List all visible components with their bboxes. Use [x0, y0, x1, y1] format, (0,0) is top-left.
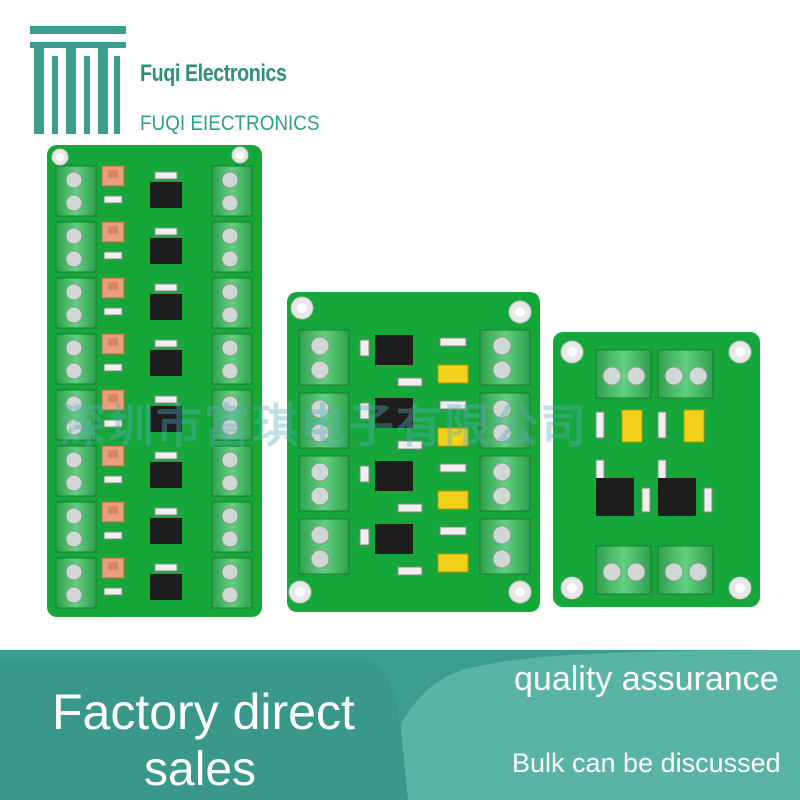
brand-name-secondary: FUQI EIECTRONICS	[140, 112, 320, 135]
product-photo	[47, 145, 760, 617]
board-8-channel	[47, 145, 262, 617]
banner-sales: sales	[144, 743, 257, 796]
banner-factory-direct: Factory direct	[52, 684, 355, 740]
board-4-channel	[287, 292, 540, 612]
fuqi-logo-icon	[30, 26, 126, 134]
banner-background	[0, 650, 800, 800]
company-watermark: 深圳市富琪电子有限公司	[60, 400, 588, 452]
banner-bulk-discussed: Bulk can be discussed	[512, 748, 781, 778]
board-2-channel	[553, 332, 760, 607]
banner-quality-assurance: quality assurance	[514, 660, 779, 698]
brand-name: Fuqi Electronics	[140, 60, 287, 87]
